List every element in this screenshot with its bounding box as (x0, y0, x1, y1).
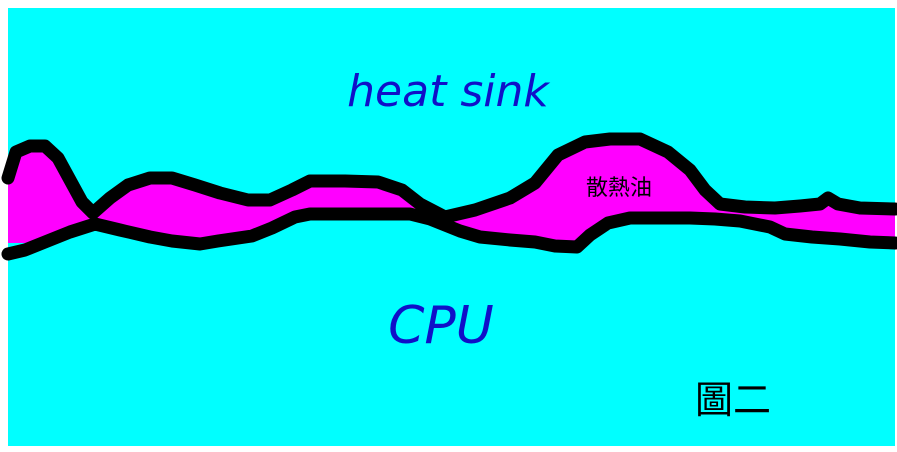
heat-sink-label: heat sink (347, 66, 550, 117)
cpu-label: CPU (388, 296, 494, 356)
thermal-paste-region (8, 139, 895, 247)
thermal-paste-label: 散熱油 (586, 176, 652, 201)
heat-sink-outline (1, 132, 897, 224)
cpu-outline (1, 207, 897, 261)
figure-caption: 圖二 (695, 378, 771, 422)
